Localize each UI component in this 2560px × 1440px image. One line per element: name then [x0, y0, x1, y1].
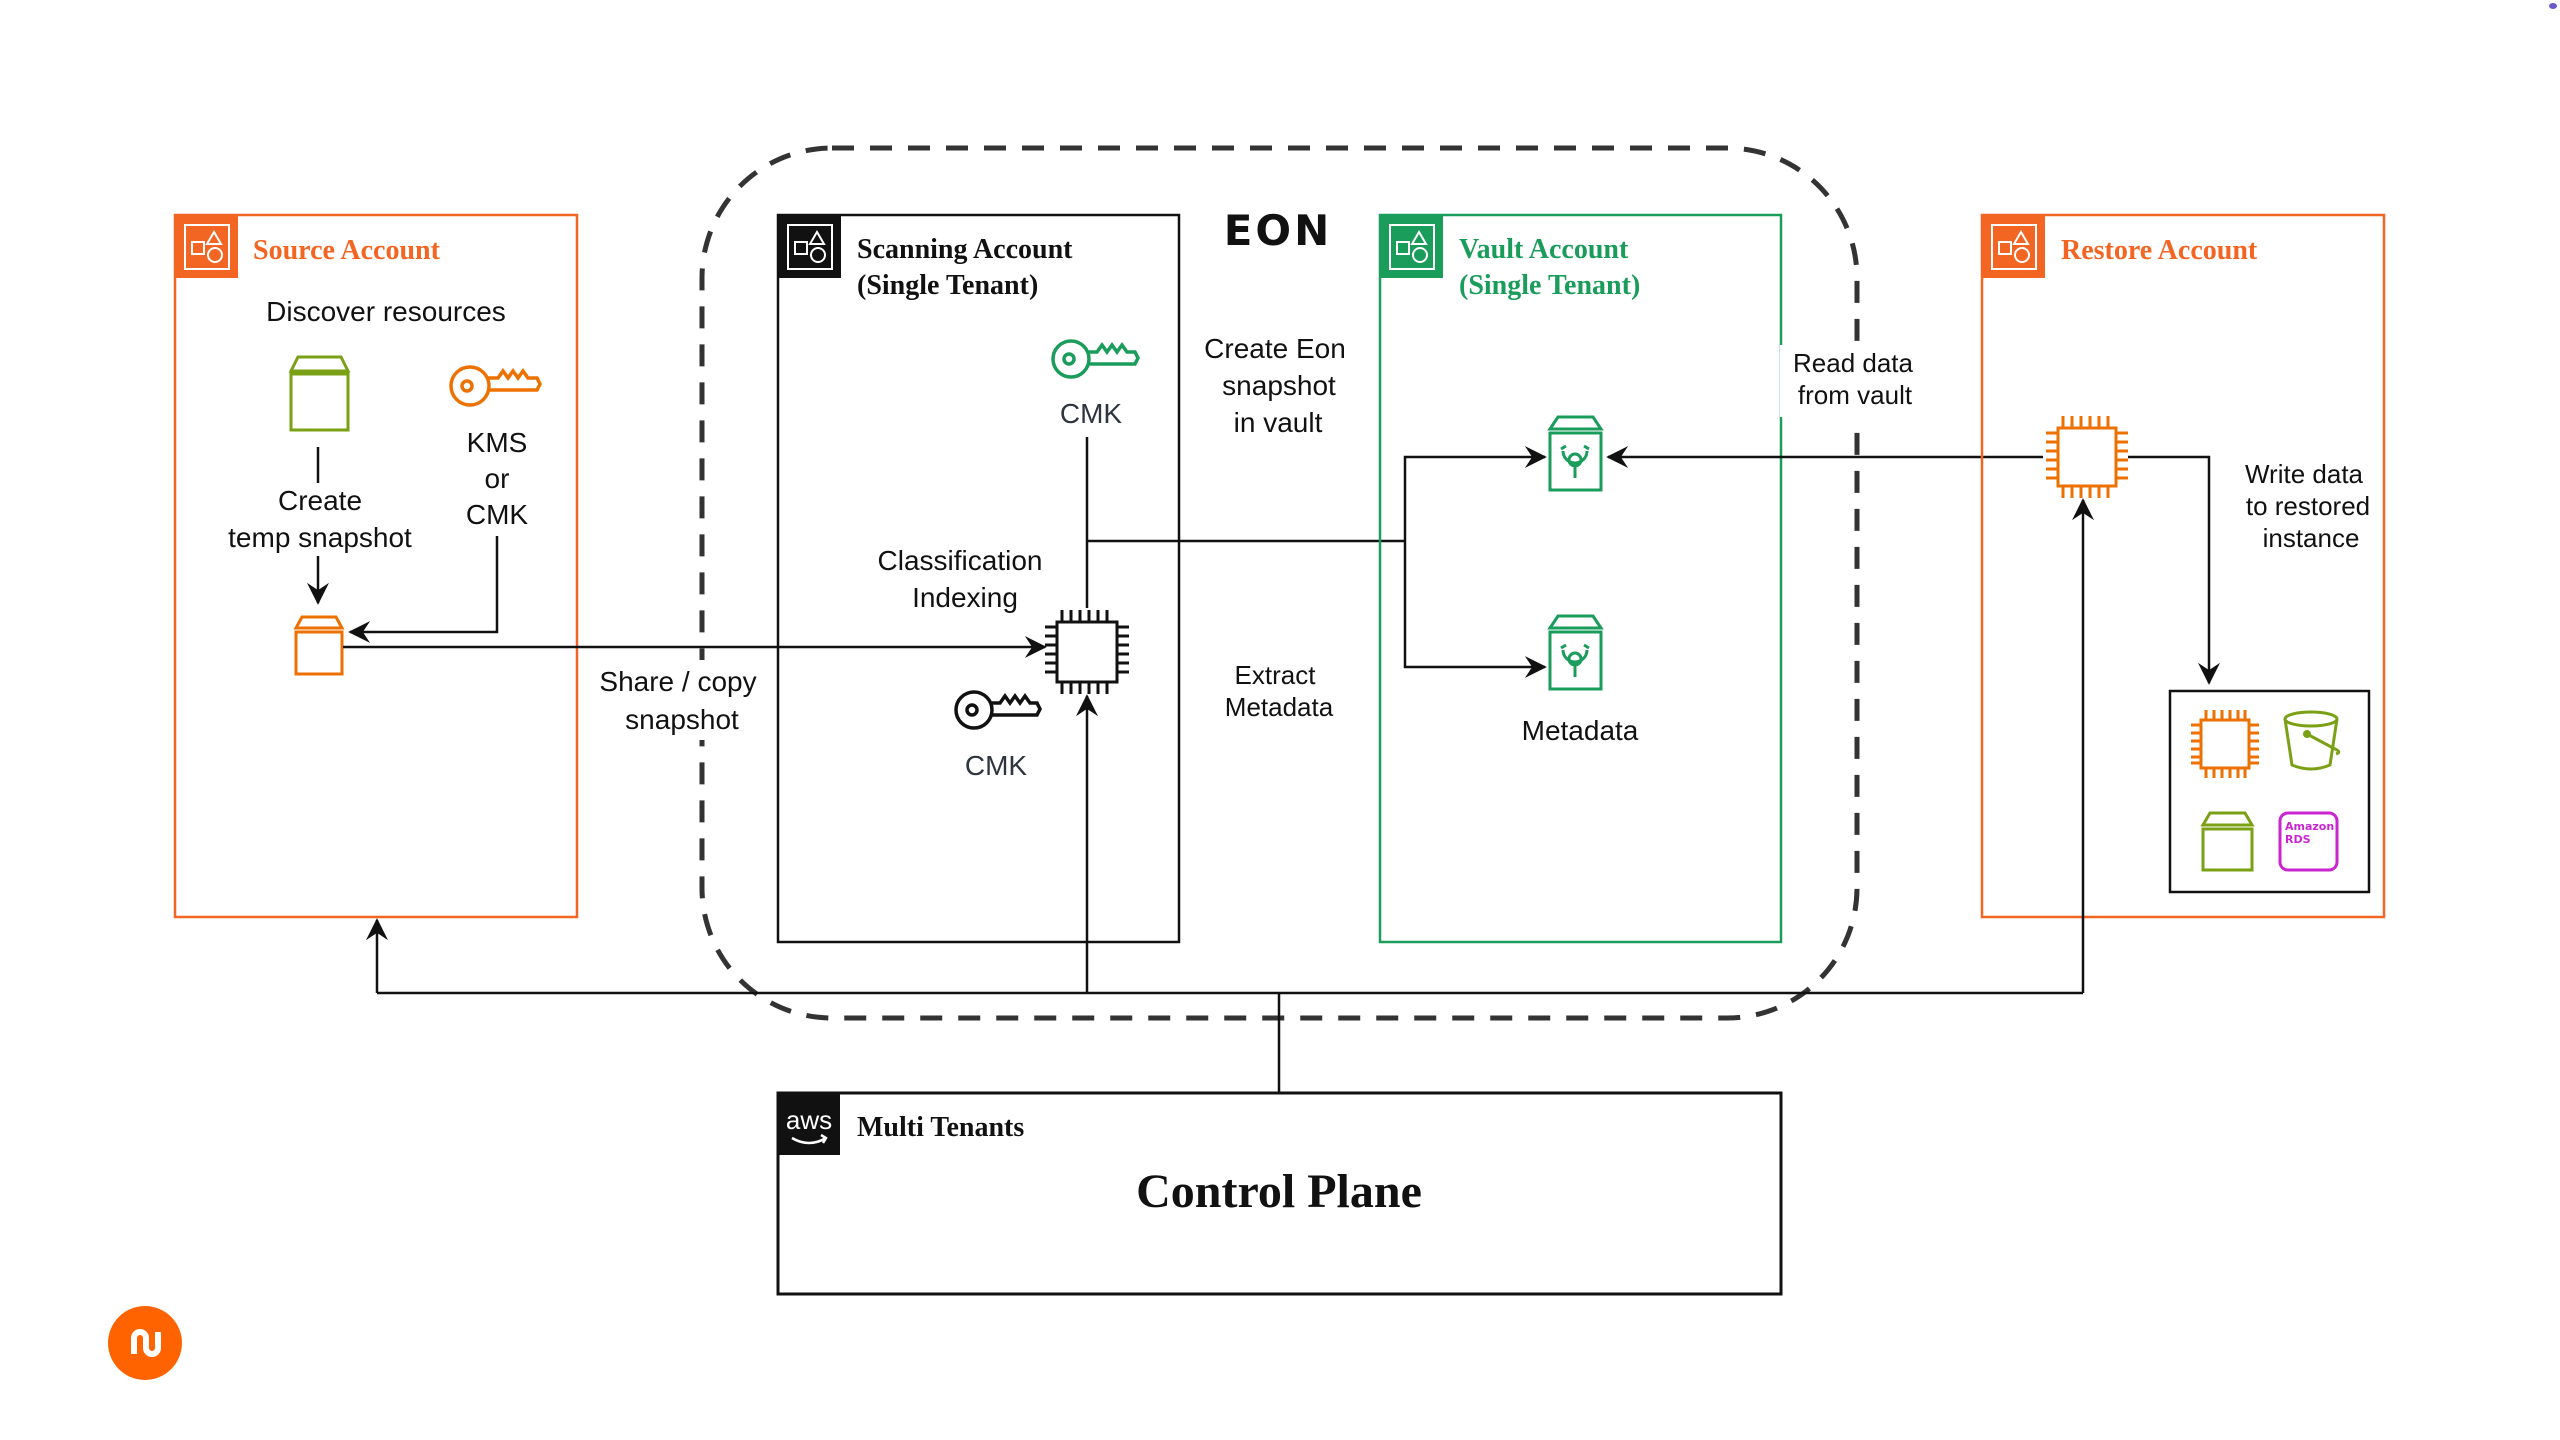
aws-logo: aws — [786, 1105, 832, 1135]
kms-label-2: or — [485, 463, 510, 494]
vault-account-group: Vault Account (Single Tenant) Metadata — [1378, 213, 1783, 944]
read-label-bg — [1780, 345, 1930, 417]
extract-metadata-label-2: Metadata — [1225, 692, 1334, 722]
create-eon-snapshot-label-3: in vault — [1234, 407, 1323, 438]
restore-account-group: Restore Account Write data to restored i… — [1980, 213, 2386, 919]
kms-key-icon — [449, 365, 542, 407]
write-data-label-1: Write data — [2245, 459, 2364, 489]
create-temp-snapshot-label-1: Create — [278, 485, 362, 516]
source-account-group: Source Account Discover resources Create… — [173, 213, 579, 919]
restore-account-title: Restore Account — [2061, 235, 2258, 266]
read-data-label-1: Read data — [1793, 348, 1914, 378]
scanning-account-title-1: Scanning Account — [857, 234, 1073, 265]
aws-logo-bg — [778, 1093, 840, 1155]
indexing-label: Indexing — [912, 582, 1018, 613]
source-account-title: Source Account — [253, 235, 441, 266]
source-account-box — [173, 213, 579, 919]
rds-label-1: Amazon — [2285, 820, 2334, 833]
ebs-volume-icon — [2200, 811, 2255, 872]
write-data-label-3: instance — [2263, 523, 2360, 553]
eon-mark-icon — [131, 1329, 161, 1357]
metadata-label: Metadata — [1522, 715, 1639, 746]
classification-label: Classification — [878, 545, 1043, 576]
read-data-label-2: from vault — [1798, 380, 1913, 410]
create-eon-snapshot-label-1: Create Eon — [1204, 333, 1346, 364]
s3-bucket-icon — [2283, 710, 2341, 771]
restore-account-box — [1980, 213, 2386, 919]
restore-processor-icon — [2046, 416, 2128, 498]
scanner-processor-icon — [1045, 610, 1129, 694]
multi-tenants-label: Multi Tenants — [857, 1112, 1024, 1143]
create-temp-snapshot-label-2: temp snapshot — [228, 522, 412, 553]
share-copy-label-2: snapshot — [625, 704, 739, 735]
write-data-label-2: to restored — [2246, 491, 2370, 521]
cmk-bottom-label: CMK — [965, 750, 1028, 781]
vault-account-title-1: Vault Account — [1459, 234, 1629, 265]
amazon-rds-icon: Amazon RDS — [2278, 811, 2339, 872]
vault-snapshot-icon — [1547, 415, 1604, 492]
share-copy-label-1: Share / copy — [599, 666, 756, 697]
write-data-arrow — [2128, 455, 2220, 685]
ebs-volume-icon — [288, 355, 351, 432]
create-eon-snapshot-label-2: snapshot — [1222, 370, 1336, 401]
kms-label-1: KMS — [467, 427, 528, 458]
extract-metadata-label-1: Extract — [1235, 660, 1317, 690]
arrow-to-metadata — [1403, 541, 1547, 678]
discover-resources-label: Discover resources — [266, 296, 506, 327]
aws-smile-icon — [791, 1133, 828, 1145]
cmk-key-icon-green — [1051, 339, 1140, 379]
rds-label-2: RDS — [2285, 833, 2311, 846]
restored-resources-box — [2168, 689, 2371, 894]
arrow-to-vault-snapshot — [1403, 446, 1547, 541]
status-dot — [2549, 3, 2557, 9]
cmk-key-icon-black — [954, 690, 1042, 730]
cmk-top-label: CMK — [1060, 398, 1123, 429]
scanning-account-title-2: (Single Tenant) — [857, 270, 1038, 301]
vault-account-box — [1378, 213, 1783, 944]
scanning-account-box — [776, 213, 1181, 944]
control-plane-box — [776, 1091, 1783, 1296]
scanning-account-group: Scanning Account (Single Tenant) CMK Cla… — [776, 213, 1181, 944]
kms-label-3: CMK — [466, 499, 529, 530]
arrow-key-to-snapshot — [348, 536, 499, 643]
ec2-instance-icon — [2191, 710, 2259, 778]
control-plane-group: aws Multi Tenants Control Plane — [776, 1091, 1783, 1296]
metadata-icon — [1547, 614, 1604, 691]
eon-logo: EON — [1224, 206, 1333, 255]
vault-account-title-2: (Single Tenant) — [1459, 270, 1640, 301]
control-plane-title: Control Plane — [1136, 1165, 1422, 1218]
eon-badge-logo — [108, 1306, 182, 1380]
temp-snapshot-icon — [293, 615, 345, 676]
share-label-bg — [595, 660, 775, 740]
